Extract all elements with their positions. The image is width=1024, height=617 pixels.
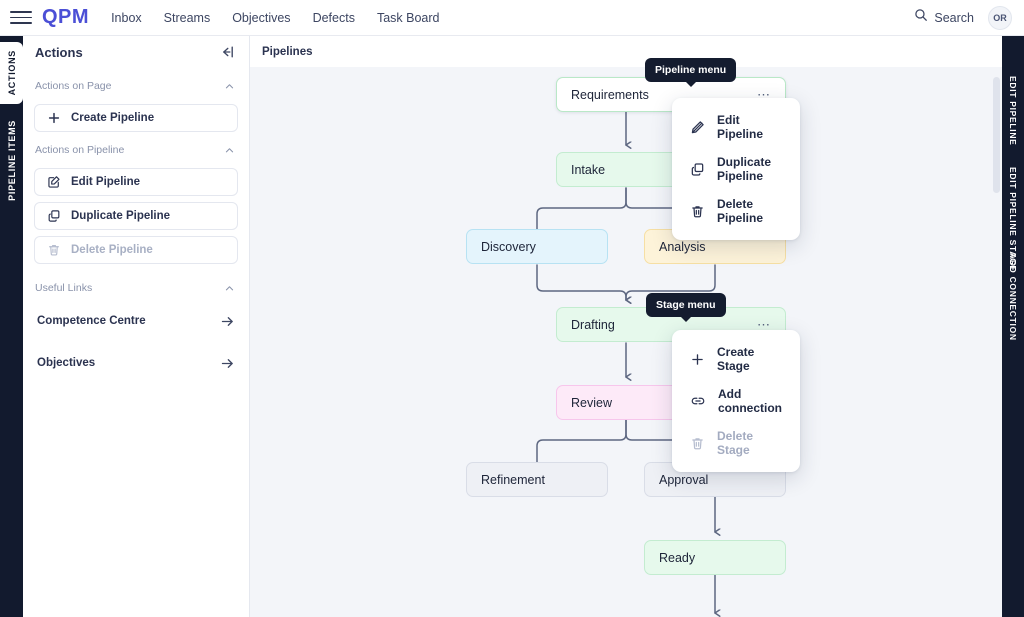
delete-pipeline-label: Delete Pipeline	[71, 244, 153, 256]
nav-link-streams[interactable]: Streams	[163, 10, 211, 25]
brand-logo[interactable]: QPM	[42, 6, 90, 28]
plus-icon	[47, 111, 61, 125]
node-label: Intake	[571, 162, 606, 177]
stage-menu-tooltip: Stage menu	[646, 293, 726, 317]
nav-link-objectives[interactable]: Objectives	[232, 10, 291, 25]
actions-panel: Actions Actions on Page Create Pipeline	[23, 36, 250, 617]
section-title: Actions on Pipeline	[35, 144, 125, 156]
nav-link-inbox[interactable]: Inbox	[111, 10, 142, 25]
right-vertical-tab-strip: EDIT PIPELINE EDIT PIPELINE STAGE ADD CO…	[1002, 36, 1024, 617]
pipeline-node-discovery[interactable]: Discovery	[466, 229, 608, 264]
avatar[interactable]: OR	[988, 5, 1012, 30]
right-tab-edit-pipeline-stage[interactable]: EDIT PIPELINE STAGE	[1002, 164, 1024, 274]
node-label: Review	[571, 395, 612, 410]
node-label: Drafting	[571, 317, 615, 332]
copy-icon	[690, 162, 705, 177]
node-label: Ready	[659, 550, 696, 565]
sidebar-tab-actions-label: ACTIONS	[6, 50, 17, 96]
menu-item-label: Add connection	[718, 387, 783, 415]
stage-context-menu: Create Stage Add connection Delete Sta	[672, 330, 800, 472]
node-label: Approval	[659, 472, 709, 487]
right-tab-add-connection-label: ADD CONNECTION	[1008, 253, 1018, 341]
chevron-up-icon[interactable]	[224, 283, 235, 294]
copy-icon	[47, 209, 61, 223]
sidebar-tab-actions[interactable]: ACTIONS	[0, 42, 23, 104]
nav-links: Inbox Streams Objectives Defects Task Bo…	[111, 11, 439, 25]
chevron-up-icon[interactable]	[224, 145, 235, 156]
right-tab-edit-pipeline-label: EDIT PIPELINE	[1008, 76, 1018, 146]
pipeline-menu-tooltip: Pipeline menu	[645, 58, 737, 82]
section-header-actions-on-pipeline[interactable]: Actions on Pipeline	[23, 138, 249, 162]
pencil-icon	[690, 120, 705, 135]
nav-link-defects[interactable]: Defects	[312, 10, 355, 25]
node-label: Requirements	[571, 87, 649, 102]
nav-link-task-board[interactable]: Task Board	[376, 10, 440, 25]
left-vertical-tab-strip: ACTIONS PIPELINE ITEMS	[0, 36, 23, 617]
search-button[interactable]: Search	[914, 8, 974, 27]
sidebar-tab-pipeline-items-label: PIPELINE ITEMS	[6, 119, 17, 201]
ellipsis-icon[interactable]: ⋯	[757, 317, 771, 332]
canvas-scrollbar[interactable]	[993, 77, 1000, 193]
right-tab-edit-pipeline[interactable]: EDIT PIPELINE	[1002, 76, 1024, 146]
link-objectives[interactable]: Objectives	[37, 348, 235, 378]
section-title: Actions on Page	[35, 80, 112, 92]
pipeline-edges	[536, 111, 1002, 617]
menu-item-label: Delete Stage	[717, 429, 754, 457]
section-header-useful-links[interactable]: Useful Links	[23, 276, 249, 300]
arrow-right-icon	[220, 314, 235, 329]
menu-item-duplicate-pipeline[interactable]: Duplicate Pipeline	[672, 148, 800, 190]
nav-right-group: Search OR	[914, 5, 1012, 30]
node-label: Analysis	[659, 239, 706, 254]
node-label: Discovery	[481, 239, 536, 254]
menu-item-label: Edit Pipeline	[717, 113, 764, 141]
pipeline-context-menu: Edit Pipeline Duplicate Pipeline Delete …	[672, 98, 800, 240]
link-label: Objectives	[37, 357, 96, 369]
link-competence-centre[interactable]: Competence Centre	[37, 306, 235, 336]
menu-item-edit-pipeline[interactable]: Edit Pipeline	[672, 106, 800, 148]
pipeline-canvas[interactable]: Requirements ⋯ Intake Discovery Analysis…	[250, 67, 1002, 617]
edit-pipeline-label: Edit Pipeline	[71, 176, 141, 188]
panel-header: Actions	[23, 36, 249, 68]
arrow-right-icon	[220, 356, 235, 371]
search-label: Search	[934, 10, 974, 25]
trash-icon	[47, 243, 61, 257]
search-icon	[914, 8, 928, 27]
create-pipeline-button[interactable]: Create Pipeline	[34, 104, 238, 132]
pipeline-node-ready[interactable]: Ready	[644, 540, 786, 575]
top-navigation-bar: QPM Inbox Streams Objectives Defects Tas…	[0, 0, 1024, 36]
pipeline-node-refinement[interactable]: Refinement	[466, 462, 608, 497]
right-tab-edit-pipeline-stage-label: EDIT PIPELINE STAGE	[1008, 166, 1018, 272]
hamburger-icon[interactable]	[10, 10, 32, 26]
page-title: Pipelines	[262, 45, 313, 58]
menu-item-delete-stage: Delete Stage	[672, 422, 800, 464]
pencil-square-icon	[47, 175, 61, 189]
trash-icon	[690, 204, 705, 219]
right-tab-add-connection[interactable]: ADD CONNECTION	[1002, 248, 1024, 346]
menu-item-create-stage[interactable]: Create Stage	[672, 338, 800, 380]
menu-item-label: Create Stage	[717, 345, 755, 373]
menu-item-label: Duplicate Pipeline	[717, 155, 772, 183]
link-label: Competence Centre	[37, 315, 146, 327]
canvas-header: Pipelines	[250, 36, 1002, 67]
section-title: Useful Links	[35, 282, 93, 294]
trash-icon	[690, 436, 705, 451]
delete-pipeline-button: Delete Pipeline	[34, 236, 238, 264]
panel-title: Actions	[35, 44, 83, 60]
plus-icon	[690, 352, 705, 367]
collapse-panel-icon[interactable]	[219, 44, 235, 60]
ellipsis-icon[interactable]: ⋯	[757, 87, 771, 102]
duplicate-pipeline-button[interactable]: Duplicate Pipeline	[34, 202, 238, 230]
chevron-up-icon[interactable]	[224, 81, 235, 92]
duplicate-pipeline-label: Duplicate Pipeline	[71, 210, 171, 222]
node-label: Refinement	[481, 472, 545, 487]
section-header-actions-on-page[interactable]: Actions on Page	[23, 74, 249, 98]
sidebar-tab-pipeline-items[interactable]: PIPELINE ITEMS	[0, 112, 23, 208]
pipeline-node-requirements[interactable]: Requirements ⋯	[556, 77, 786, 112]
edit-pipeline-button[interactable]: Edit Pipeline	[34, 168, 238, 196]
menu-item-label: Delete Pipeline	[717, 197, 764, 225]
menu-item-delete-pipeline[interactable]: Delete Pipeline	[672, 190, 800, 232]
create-pipeline-label: Create Pipeline	[71, 112, 155, 124]
menu-item-add-connection[interactable]: Add connection	[672, 380, 800, 422]
link-icon	[690, 393, 706, 409]
